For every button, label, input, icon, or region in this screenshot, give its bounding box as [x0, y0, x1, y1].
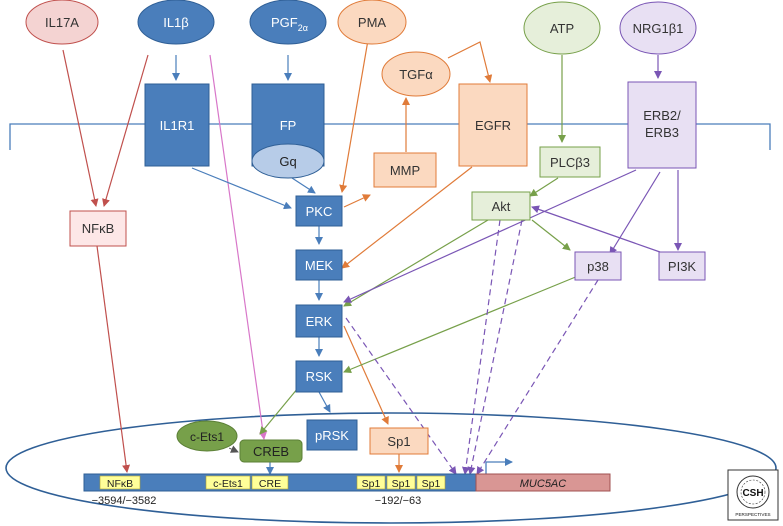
- node-erk-label: ERK: [306, 314, 333, 329]
- node-mmp-label: MMP: [390, 163, 420, 178]
- arrows: [62, 39, 682, 475]
- node-rsk-label: RSK: [306, 369, 333, 384]
- plasma-membrane: [9, 123, 771, 150]
- site-sp1-3: Sp1: [422, 478, 441, 490]
- receptor-erb-line1: ERB2/: [643, 108, 681, 123]
- factor-creb-label: CREB: [253, 444, 289, 459]
- ligand-pgf2a-sub: 2α: [298, 23, 308, 33]
- ligand-pma: PMA: [337, 0, 407, 45]
- logo-line1: CSH: [742, 488, 763, 499]
- receptor-erb-line2: ERB3: [645, 125, 679, 140]
- site-sp1-1: Sp1: [362, 478, 381, 490]
- node-nfkb: NFκB: [69, 210, 127, 247]
- receptor-erb2-erb3: ERB2/ ERB3: [627, 81, 697, 169]
- factor-prsk-label: pRSK: [315, 428, 349, 443]
- ligand-atp-label: ATP: [550, 21, 574, 36]
- node-plcb3: PLCβ3: [539, 146, 601, 178]
- site-cets1: c-Ets1: [213, 478, 243, 490]
- receptor-il1r1-label: IL1R1: [160, 118, 195, 133]
- ligand-tgfa-label: TGFα: [399, 67, 433, 82]
- position-sp1: −192/−63: [375, 495, 422, 507]
- node-mek-label: MEK: [305, 258, 334, 273]
- node-pi3k-label: PI3K: [668, 259, 697, 274]
- node-mek: MEK: [295, 249, 343, 281]
- node-plcb3-label: PLCβ3: [550, 155, 590, 170]
- site-cre: CRE: [259, 478, 281, 490]
- node-pkc: PKC: [295, 195, 343, 227]
- factor-prsk: pRSK: [306, 419, 358, 451]
- node-p38: p38: [574, 251, 622, 281]
- ligand-nrg1b1: NRG1β1: [619, 1, 697, 55]
- node-akt: Akt: [471, 191, 531, 221]
- node-nfkb-label: NFκB: [82, 221, 115, 236]
- node-mmp: MMP: [373, 152, 437, 188]
- node-akt-label: Akt: [492, 199, 511, 214]
- ligand-il17a: IL17A: [25, 0, 99, 45]
- ligand-il17a-label: IL17A: [45, 15, 79, 30]
- g-protein-gq-label: Gq: [279, 154, 296, 169]
- site-sp1-2: Sp1: [392, 478, 411, 490]
- node-pi3k: PI3K: [658, 251, 706, 281]
- csh-perspectives-logo: CSH PERSPECTIVES: [727, 469, 779, 521]
- node-pkc-label: PKC: [306, 204, 333, 219]
- factor-cets1-label: c-Ets1: [190, 430, 224, 444]
- logo-line2: PERSPECTIVES: [735, 512, 770, 517]
- factor-cets1: c-Ets1: [176, 420, 238, 452]
- node-erk: ERK: [295, 304, 343, 338]
- ligand-pgf2a: PGF2α: [249, 0, 327, 45]
- factor-sp1-label: Sp1: [387, 434, 410, 449]
- node-rsk: RSK: [295, 360, 343, 393]
- ligand-atp: ATP: [523, 1, 601, 55]
- ligand-tgfa: TGFα: [381, 51, 451, 97]
- receptor-fp-label: FP: [280, 118, 297, 133]
- receptor-egfr: EGFR: [458, 83, 528, 167]
- ligand-nrg1b1-label: NRG1β1: [633, 21, 684, 36]
- promoter-dna: NFκB c-Ets1 CRE Sp1 Sp1 Sp1: [83, 473, 477, 492]
- node-p38-label: p38: [587, 259, 609, 274]
- gene-muc5ac-label: MUC5AC: [520, 478, 567, 490]
- gene-muc5ac: MUC5AC: [475, 473, 611, 492]
- nucleus-ellipse: [5, 412, 777, 524]
- factor-creb: CREB: [239, 439, 303, 463]
- ligand-pgf2a-label: PGF2α: [271, 15, 308, 33]
- position-nfkb: −3594/−3582: [92, 495, 157, 507]
- ligand-pgf2a-main: PGF: [271, 15, 298, 30]
- g-protein-gq: Gq: [251, 143, 325, 179]
- ligand-il1b: IL1β: [137, 0, 215, 45]
- factor-sp1: Sp1: [369, 427, 429, 455]
- ligand-pma-label: PMA: [358, 15, 387, 30]
- receptor-egfr-label: EGFR: [475, 118, 511, 133]
- site-nfkb: NFκB: [107, 478, 133, 490]
- receptor-il1r1: IL1R1: [144, 83, 210, 167]
- ligand-il1b-label: IL1β: [163, 15, 189, 30]
